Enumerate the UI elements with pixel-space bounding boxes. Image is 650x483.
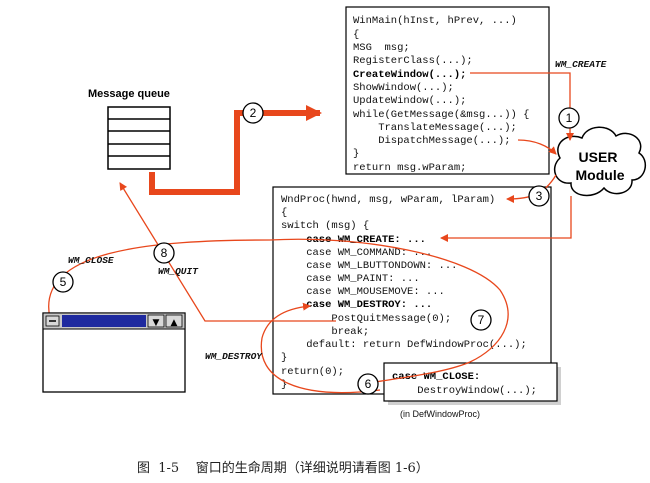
wndproc-line: } — [281, 352, 287, 364]
winmain-line: WinMain(hInst, hPrev, ...) — [353, 15, 517, 27]
step-badge: 7 — [470, 309, 492, 331]
winmain-line: { — [353, 29, 359, 41]
chevron-down-icon: ▼ — [153, 318, 160, 328]
wndproc-line: WndProc(hwnd, msg, wParam, lParam) — [281, 194, 495, 206]
step-badge: 2 — [242, 102, 264, 124]
winmain-line: ShowWindow(...); — [353, 82, 454, 94]
winmain-line: return msg.wParam; — [353, 162, 466, 174]
wmclose-loop-arrow — [48, 238, 509, 388]
step-badge: 5 — [52, 271, 74, 293]
dispatch-to-user-arrow — [517, 139, 557, 155]
user-module-cloud: USER Module — [553, 126, 647, 197]
user-to-wmcreate-arrow — [440, 196, 572, 242]
wm-quit-label: WM_QUIT — [158, 266, 199, 277]
message-queue-label: Message queue — [88, 88, 170, 100]
wndproc-line: case WM_MOUSEMOVE: ... — [281, 286, 445, 298]
message-queue: Message queue — [88, 88, 171, 170]
svg-text:3: 3 — [536, 189, 543, 203]
queue-to-winmain-arrow — [149, 105, 322, 195]
defwindowproc-box: case WM_CLOSE: DestroyWindow(...); (in D… — [383, 362, 561, 419]
wndproc-line: case WM_COMMAND: ... — [281, 247, 432, 259]
figure-caption: 图 1-5 窗口的生命周期（详细说明请看图 1-6） — [137, 460, 429, 476]
svg-text:6: 6 — [365, 377, 372, 391]
wndproc-line: break; — [281, 326, 369, 338]
wndproc-line: case WM_PAINT: ... — [281, 273, 420, 285]
winmain-line: } — [353, 148, 359, 160]
wndproc-create-case: case WM_CREATE: ... — [281, 234, 426, 246]
winmain-line: RegisterClass(...); — [353, 55, 473, 67]
svg-text:8: 8 — [161, 246, 168, 260]
wndproc-line: switch (msg) { — [281, 220, 369, 232]
window-titlebar — [62, 315, 146, 327]
wm-create-label: WM_CREATE — [555, 59, 607, 70]
maximize-button[interactable] — [165, 314, 183, 328]
winmain-line: TranslateMessage(...); — [353, 122, 517, 134]
winmain-line: UpdateWindow(...); — [353, 95, 466, 107]
winmain-box: WinMain(hInst, hPrev, ...) { MSG msg; Re… — [345, 6, 550, 175]
minimize-button[interactable] — [147, 314, 165, 328]
wndproc-postquit-line: PostQuitMessage(0); — [281, 313, 451, 325]
wndproc-line: return(0); — [281, 366, 344, 378]
wndproc-line: case WM_LBUTTONDOWN: ... — [281, 260, 457, 272]
wndproc-line: { — [281, 207, 287, 219]
defproc-caption: (in DefWindowProc) — [400, 409, 480, 419]
user-module-line1: USER — [579, 149, 618, 165]
wndproc-default-line: default: return DefWindowProc(...); — [281, 339, 527, 351]
defproc-case-line: case WM_CLOSE: — [392, 371, 480, 383]
application-window: ▼ ▲ — [42, 312, 186, 393]
svg-text:7: 7 — [478, 313, 485, 327]
defproc-destroy-line: DestroyWindow(...); — [392, 385, 537, 397]
chevron-up-icon: ▲ — [171, 318, 178, 328]
svg-text:5: 5 — [60, 275, 67, 289]
user-module-line2: Module — [576, 167, 625, 183]
postquit-to-queue-arrow — [119, 182, 336, 322]
svg-text:2: 2 — [250, 106, 257, 120]
winmain-line: MSG msg; — [353, 42, 410, 54]
wndproc-box: WndProc(hwnd, msg, wParam, lParam) { swi… — [272, 186, 552, 395]
wmdestroy-loop-arrow — [260, 302, 381, 394]
svg-text:1: 1 — [566, 111, 573, 125]
wndproc-line: } — [281, 379, 287, 391]
wm-close-label: WM_CLOSE — [68, 255, 114, 266]
step-badge: 1 — [558, 107, 580, 129]
step-badge: 6 — [357, 373, 379, 395]
winmain-createwindow-line: CreateWindow(...); — [353, 69, 466, 81]
step-badge: 8 — [153, 242, 175, 264]
winmain-line: while(GetMessage(&msg...)) { — [353, 109, 529, 121]
wm-destroy-label: WM_DESTROY — [205, 351, 263, 362]
wndproc-destroy-case: case WM_DESTROY: ... — [281, 299, 432, 311]
step-badge: 3 — [528, 185, 550, 207]
winmain-dispatch-line: DispatchMessage(...); — [353, 135, 511, 147]
